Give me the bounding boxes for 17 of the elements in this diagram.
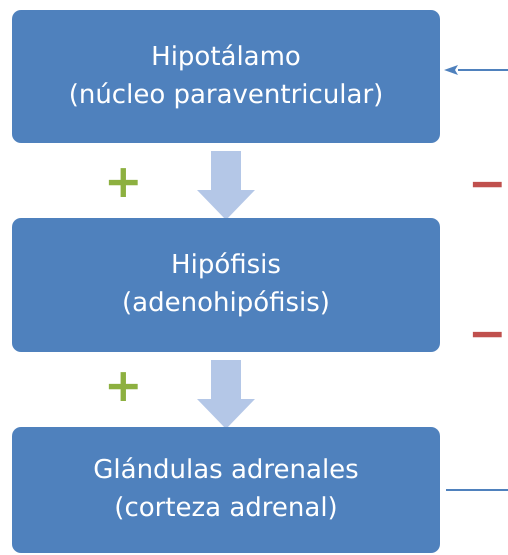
process-box <box>12 218 440 352</box>
plus-sign: + <box>104 158 143 204</box>
process-box <box>12 427 440 553</box>
box-text: Hipófisis <box>171 249 281 282</box>
plus-sign: + <box>104 362 143 408</box>
minus-sign: − <box>468 160 507 206</box>
connector-line <box>446 489 508 491</box>
block-arrow <box>197 360 255 429</box>
box-text: (adenohipófisis) <box>122 287 330 320</box>
box-text: Hipotálamo <box>151 40 301 74</box>
arrow <box>444 65 508 75</box>
block-arrow <box>197 151 255 220</box>
process-box <box>12 10 440 143</box>
minus-sign: − <box>468 310 507 356</box>
box-text: Glándulas adrenales <box>93 454 359 488</box>
box-text: (núcleo paraventricular) <box>68 78 384 112</box>
box-text: (corteza adrenal) <box>114 492 338 525</box>
